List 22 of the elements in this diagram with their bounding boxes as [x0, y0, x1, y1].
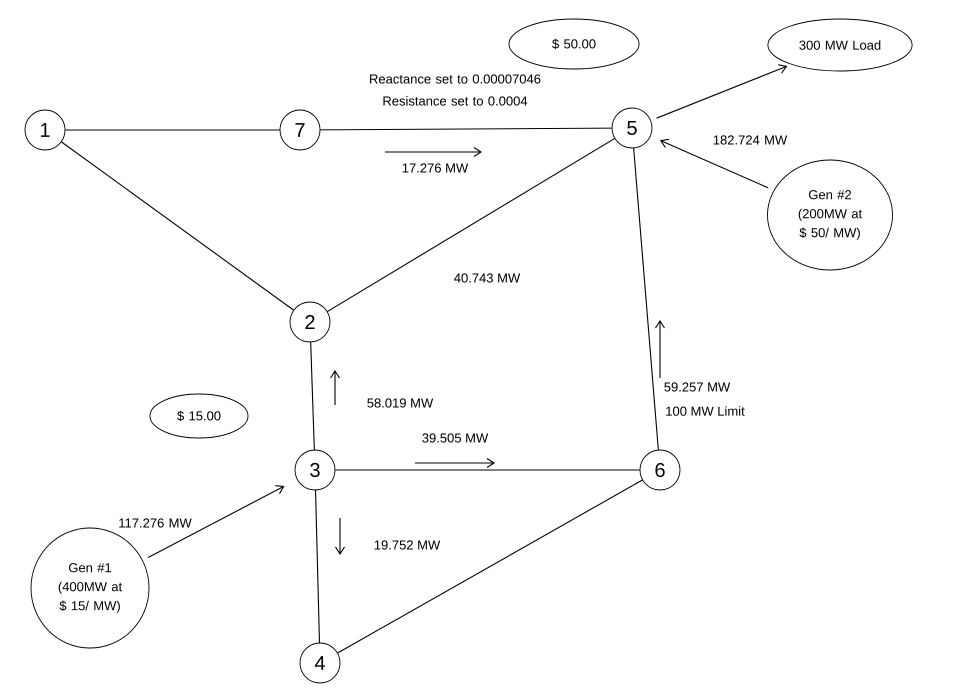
line	[327, 138, 615, 312]
flow-label: 39.505 MW	[422, 433, 488, 443]
edge-label: Reactance set to 0.00007046 Resistance set to 0.0004	[370, 74, 540, 106]
line	[633, 148, 659, 450]
line	[61, 142, 294, 310]
flow-label: 59.257 MW	[664, 382, 730, 392]
flow-label: 40.743 MW	[454, 273, 520, 283]
line	[338, 480, 642, 654]
flow-label: 19.752 MW	[374, 540, 440, 550]
line	[320, 128, 612, 130]
arrow	[656, 64, 788, 119]
flow-label: 58.019 MW	[367, 398, 434, 408]
edge-label: 182.724 MW	[714, 135, 788, 145]
line	[335, 469, 640, 471]
arrow	[148, 485, 284, 558]
line	[314, 490, 320, 643]
flow-label: 100 MW Limit	[666, 406, 745, 416]
edge-label: 117.276 MW	[119, 518, 192, 528]
line	[310, 342, 315, 450]
arrow	[660, 138, 768, 188]
line	[65, 129, 280, 131]
flow-label: 17.276 MW	[402, 163, 468, 173]
